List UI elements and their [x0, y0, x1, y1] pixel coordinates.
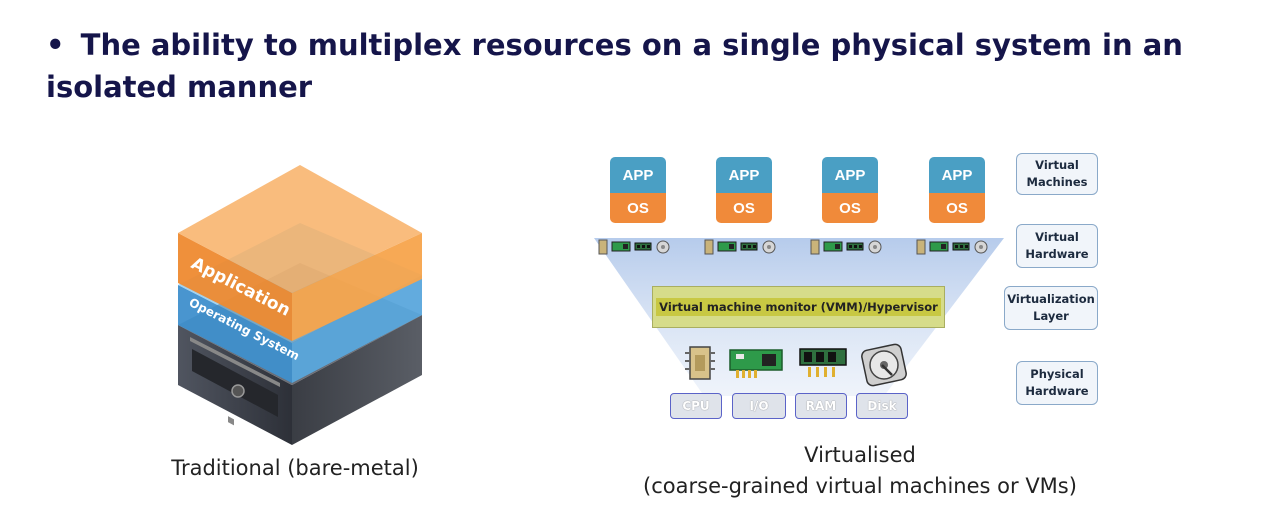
layer-line: Hardware — [1025, 247, 1089, 261]
cpu-chip-icon — [685, 346, 715, 380]
layer-line: Hardware — [1025, 384, 1089, 398]
vm-4: APP OS — [929, 157, 985, 223]
ram-module-icon — [952, 242, 970, 251]
layer-line: Machines — [1026, 175, 1088, 189]
ram-module-icon — [740, 242, 758, 251]
io-card-icon — [717, 241, 737, 252]
hardware-label-io: I/O — [732, 393, 786, 419]
cpu-chip-icon — [704, 239, 714, 255]
vm-app-label: APP — [610, 157, 666, 193]
virtualised-caption: Virtualised (coarse-grained virtual mach… — [560, 440, 1160, 502]
io-card-icon — [611, 241, 631, 252]
virtualised-caption-line-1: Virtualised — [804, 443, 916, 467]
layer-line: Virtual — [1035, 230, 1079, 244]
virtual-hardware-icons — [810, 238, 898, 256]
application-layer-block — [178, 165, 422, 341]
ram-module-icon — [634, 242, 652, 251]
io-card-icon — [823, 241, 843, 252]
vm-2: APP OS — [716, 157, 772, 223]
layer-line: Virtual — [1035, 158, 1079, 172]
disk-drive-icon — [868, 240, 882, 254]
vm-os-label: OS — [610, 193, 666, 223]
virtual-hardware-icons — [916, 238, 1004, 256]
vm-os-label: OS — [716, 193, 772, 223]
hard-disk-icon — [861, 343, 907, 387]
virtualised-caption-line-2: (coarse-grained virtual machines or VMs) — [643, 474, 1077, 498]
cpu-chip-icon — [916, 239, 926, 255]
ram-module-icon — [846, 242, 864, 251]
vm-1: APP OS — [610, 157, 666, 223]
vm-os-label: OS — [929, 193, 985, 223]
io-card-icon — [929, 241, 949, 252]
virtual-hardware-icons — [598, 238, 686, 256]
cpu-chip-icon — [810, 239, 820, 255]
slide-title: • The ability to multiplex resources on … — [46, 24, 1246, 108]
hypervisor-label: Virtual machine monitor (VMM)/Hypervisor — [656, 298, 941, 316]
hardware-label-cpu: CPU — [670, 393, 722, 419]
io-card-icon — [729, 349, 783, 378]
hardware-label-ram: RAM — [795, 393, 847, 419]
ram-module-icon — [799, 348, 847, 377]
hardware-label-disk: Disk — [856, 393, 908, 419]
virtual-hardware-icons — [704, 238, 792, 256]
layer-line: Virtualization — [1007, 292, 1095, 306]
cpu-chip-icon — [598, 239, 608, 255]
title-line-2: isolated manner — [46, 70, 313, 104]
traditional-stack-illustration: Application Operating System — [178, 165, 422, 445]
vm-app-label: APP — [822, 157, 878, 193]
layer-line: Layer — [1033, 309, 1069, 323]
bullet-point: • — [46, 28, 65, 62]
title-line-1: The ability to multiplex resources on a … — [80, 28, 1183, 62]
vm-app-label: APP — [716, 157, 772, 193]
traditional-caption: Traditional (bare-metal) — [171, 456, 419, 480]
disk-drive-icon — [762, 240, 776, 254]
vm-app-label: APP — [929, 157, 985, 193]
disk-drive-icon — [656, 240, 670, 254]
disk-drive-icon — [974, 240, 988, 254]
vm-os-label: OS — [822, 193, 878, 223]
vm-3: APP OS — [822, 157, 878, 223]
hypervisor-box: Virtual machine monitor (VMM)/Hypervisor — [652, 286, 945, 328]
layer-line: Physical — [1030, 367, 1084, 381]
